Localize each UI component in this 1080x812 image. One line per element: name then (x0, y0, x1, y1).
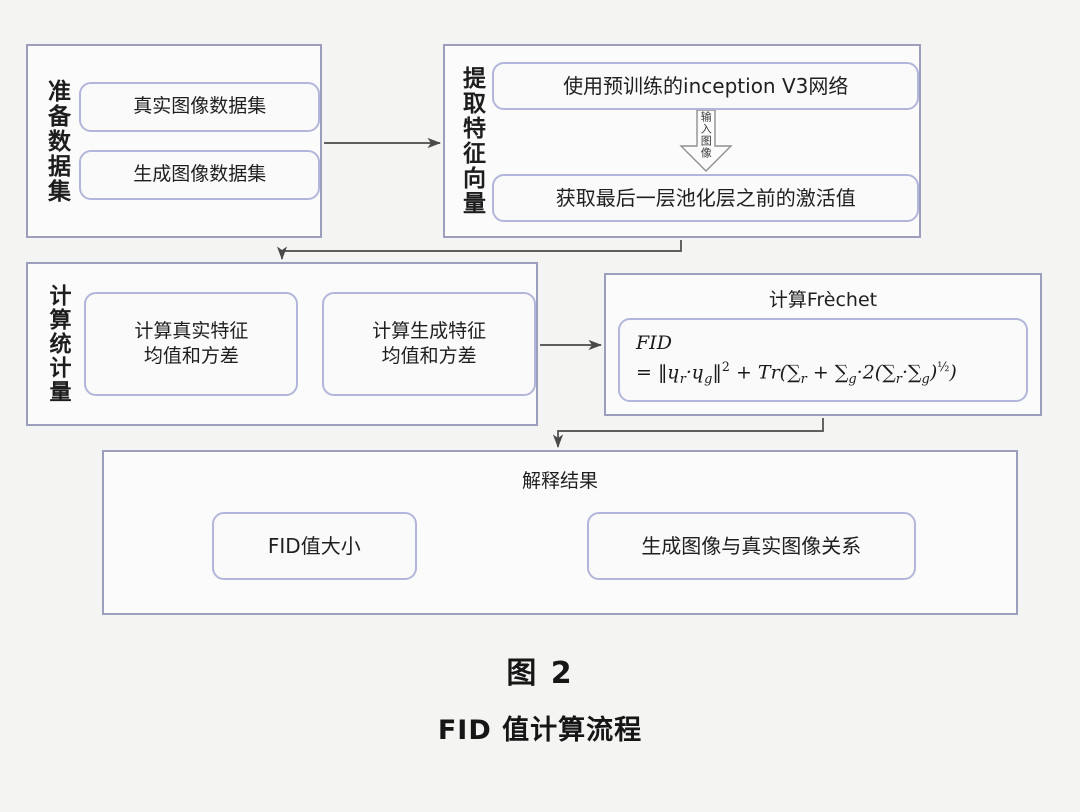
caption-figure-title: FID 值计算流程 (437, 715, 643, 746)
formula-label: FID (636, 332, 672, 355)
block-arrow-label: 输入图像 (699, 111, 713, 159)
frechet-title: 计算Frèchet (768, 289, 878, 311)
frechet-formula-box: FID = ‖ɥr·ɥg‖2 + Tr(∑r + ∑g·2(∑r·∑g)½) (618, 318, 1028, 402)
node-fid-magnitude[interactable]: FID值大小 (212, 512, 417, 580)
node-real-feature-stats[interactable]: 计算真实特征 均值和方差 (84, 292, 299, 396)
node-generated-feature-stats-line2: 均值和方差 (381, 345, 477, 367)
node-generated-real-relation[interactable]: 生成图像与真实图像关系 (586, 512, 916, 580)
node-real-feature-stats-line2: 均值和方差 (143, 345, 239, 367)
group-prepare-dataset: 准备数据集 真实图像数据集 生成图像数据集 (26, 44, 322, 238)
group-stats-node-row: 计算真实特征 均值和方差 计算生成特征 均值和方差 (84, 292, 536, 396)
group-prepare-side-label: 准备数据集 (43, 78, 70, 204)
group-interpret-results: 解释结果 FID值大小 生成图像与真实图像关系 (102, 450, 1018, 615)
group-prepare-node-stack: 真实图像数据集 生成图像数据集 (79, 82, 320, 200)
group-compute-frechet: 计算Frèchet FID = ‖ɥr·ɥg‖2 + Tr(∑r + ∑g·2(… (604, 273, 1042, 416)
group-extract-side-label: 提取特征向量 (458, 66, 485, 216)
node-generated-feature-stats-line1: 计算生成特征 (372, 319, 487, 342)
node-inception-v3-network[interactable]: 使用预训练的inception V3网络 (492, 62, 919, 110)
interpret-title: 解释结果 (521, 470, 598, 492)
group-compute-statistics: 计算统计量 计算真实特征 均值和方差 计算生成特征 均值和方差 (26, 262, 538, 426)
node-real-feature-stats-line1: 计算真实特征 (134, 319, 249, 342)
connector-extract-to-stats (276, 240, 682, 261)
node-generated-feature-stats[interactable]: 计算生成特征 均值和方差 (322, 292, 536, 396)
formula-expression: = ‖ɥr·ɥg‖2 + Tr(∑r + ∑g·2(∑r·∑g)½) (636, 358, 957, 387)
interpret-node-row: FID值大小 生成图像与真实图像关系 (104, 493, 1016, 613)
group-extract-node-stack: 使用预训练的inception V3网络 输入图像 获取最后一层池化层之前的激活… (492, 46, 919, 236)
figure-caption: 图 2 FID 值计算流程 (0, 648, 1080, 747)
node-last-pooling-activation[interactable]: 获取最后一层池化层之前的激活值 (492, 174, 919, 222)
caption-figure-number: 图 2 (506, 656, 574, 691)
group-stats-side-label: 计算统计量 (45, 284, 71, 404)
node-generated-image-dataset[interactable]: 生成图像数据集 (79, 150, 320, 200)
node-real-image-dataset[interactable]: 真实图像数据集 (79, 82, 320, 132)
group-extract-feature-vector: 提取特征向量 使用预训练的inception V3网络 输入图像 获取最后一层池… (443, 44, 921, 238)
connector-frechet-to-interpret (552, 418, 824, 449)
block-arrow-input-image: 输入图像 (677, 109, 735, 172)
